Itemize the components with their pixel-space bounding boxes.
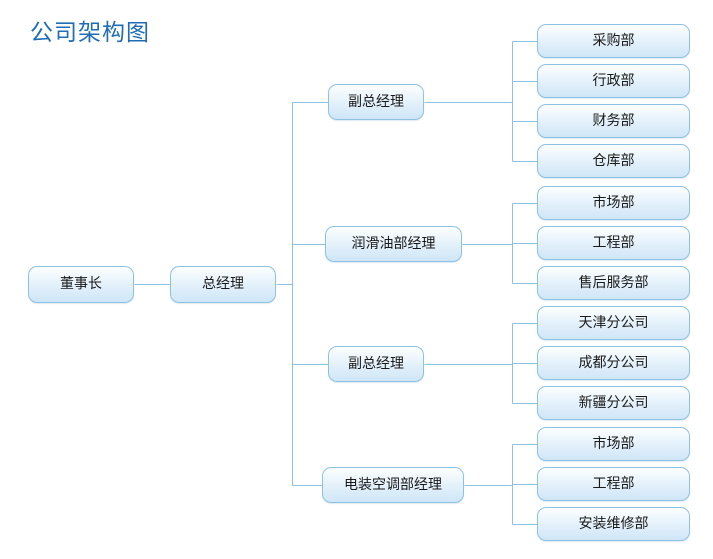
node-xinjiang-branch[interactable]: 新疆分公司 <box>537 386 690 420</box>
node-finance-dept[interactable]: 财务部 <box>537 104 690 138</box>
node-installation-repair-dept[interactable]: 安装维修部 <box>537 507 690 541</box>
node-chengdu-branch-label: 成都分公司 <box>578 354 649 371</box>
node-engineering-dept-1-label: 工程部 <box>592 234 635 251</box>
node-chengdu-branch[interactable]: 成都分公司 <box>537 346 690 380</box>
node-deputy-gm-2-label: 副总经理 <box>348 355 404 372</box>
node-engineering-dept-1[interactable]: 工程部 <box>537 226 690 260</box>
node-installation-repair-dept-label: 安装维修部 <box>578 515 649 532</box>
node-purchasing-dept-label: 采购部 <box>592 32 635 49</box>
node-finance-dept-label: 财务部 <box>592 112 635 129</box>
node-lubricant-dept-manager[interactable]: 润滑油部经理 <box>325 226 462 262</box>
node-chairman-label: 董事长 <box>60 276 102 292</box>
node-after-sales-dept[interactable]: 售后服务部 <box>537 266 690 300</box>
node-marketing-dept-1[interactable]: 市场部 <box>537 186 690 220</box>
node-engineering-dept-2-label: 工程部 <box>592 475 635 492</box>
node-lubricant-dept-manager-label: 润滑油部经理 <box>351 235 436 252</box>
node-engineering-dept-2[interactable]: 工程部 <box>537 467 690 501</box>
page-title: 公司架构图 <box>30 20 150 46</box>
node-hvac-dept-manager-label: 电装空调部经理 <box>344 476 442 493</box>
node-purchasing-dept[interactable]: 采购部 <box>537 24 690 58</box>
node-administration-dept-label: 行政部 <box>592 72 635 89</box>
node-tianjin-branch[interactable]: 天津分公司 <box>537 306 690 340</box>
node-after-sales-dept-label: 售后服务部 <box>578 274 649 291</box>
node-xinjiang-branch-label: 新疆分公司 <box>578 394 649 411</box>
node-marketing-dept-2-label: 市场部 <box>592 435 635 452</box>
node-marketing-dept-1-label: 市场部 <box>592 194 635 211</box>
node-general-manager[interactable]: 总经理 <box>170 266 276 303</box>
node-warehouse-dept[interactable]: 仓库部 <box>537 144 690 178</box>
node-deputy-gm-1-label: 副总经理 <box>348 93 404 110</box>
node-deputy-gm-2[interactable]: 副总经理 <box>328 346 424 382</box>
node-deputy-gm-1[interactable]: 副总经理 <box>328 84 424 120</box>
node-general-manager-label: 总经理 <box>202 276 244 292</box>
node-hvac-dept-manager[interactable]: 电装空调部经理 <box>322 467 464 503</box>
node-administration-dept[interactable]: 行政部 <box>537 64 690 98</box>
node-chairman[interactable]: 董事长 <box>28 266 134 303</box>
node-marketing-dept-2[interactable]: 市场部 <box>537 427 690 461</box>
node-warehouse-dept-label: 仓库部 <box>592 152 635 169</box>
node-tianjin-branch-label: 天津分公司 <box>578 314 649 331</box>
